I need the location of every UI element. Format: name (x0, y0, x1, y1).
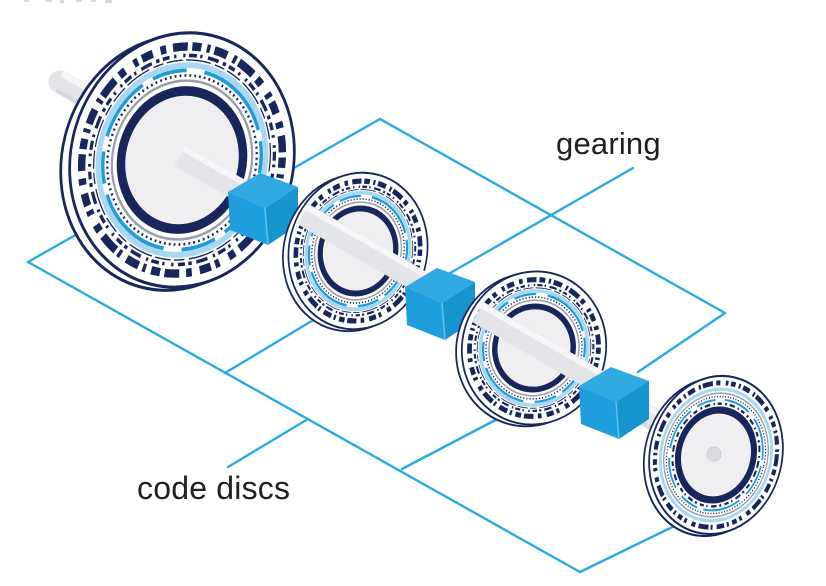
label-gearing: gearing (556, 126, 661, 161)
leader-branch-disc3 (400, 413, 507, 471)
leader-trunk-code-discs (26, 260, 582, 574)
label-code-discs: code discs (137, 470, 291, 506)
leader-label-code-discs (226, 417, 310, 469)
leader-tip-cube1 (290, 117, 382, 171)
shaft-hub-cap (706, 446, 722, 462)
leader-branch-cube3 (636, 311, 727, 374)
leader-label-gearing (443, 166, 635, 278)
leader-trunk-gearing (378, 117, 727, 315)
cropped-text-artifact (24, 0, 112, 3)
gearing-leader-lines (290, 117, 727, 374)
code-discs-leader-lines (26, 219, 697, 574)
code-disc-4 (627, 360, 799, 551)
